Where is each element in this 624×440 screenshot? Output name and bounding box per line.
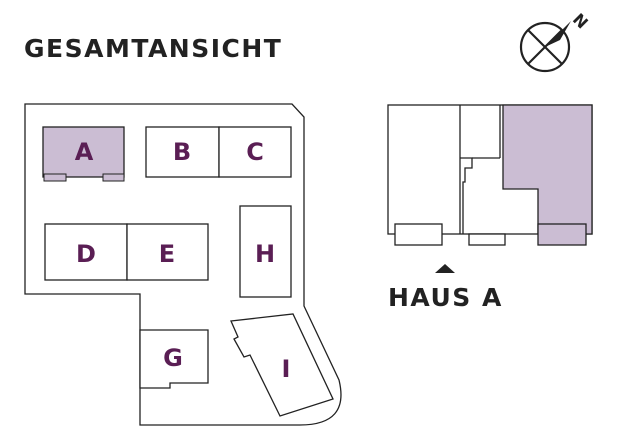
building-h-label: H: [255, 240, 275, 268]
building-d[interactable]: D: [44, 223, 128, 281]
building-a-balcony-right: [102, 173, 125, 182]
building-g[interactable]: G: [139, 329, 209, 389]
compass-north-label: N: [569, 10, 592, 33]
building-e[interactable]: E: [126, 223, 209, 281]
building-a-balcony-left: [43, 173, 67, 182]
building-c-label: C: [246, 138, 264, 166]
building-e-label: E: [159, 240, 175, 268]
haus-a-floor-plan: [387, 104, 593, 273]
building-a[interactable]: A: [42, 126, 125, 182]
north-arrow-icon: [545, 21, 571, 47]
building-c-shape: [218, 126, 292, 178]
site-boundary: [24, 103, 342, 426]
building-i[interactable]: I: [230, 313, 334, 417]
building-h[interactable]: H: [239, 205, 292, 298]
building-b-label: B: [173, 138, 191, 166]
building-e-shape: [126, 223, 209, 281]
building-d-shape: [44, 223, 128, 281]
haus-a-balcony-left: [394, 223, 443, 246]
building-g-label: G: [163, 344, 183, 372]
haus-a-balcony-right: [537, 223, 587, 246]
page-title: GESAMTANSICHT: [24, 34, 283, 63]
building-c[interactable]: C: [218, 126, 292, 178]
haus-a-balcony-center: [468, 233, 506, 246]
triangle-up-icon: [435, 264, 455, 273]
building-b[interactable]: B: [145, 126, 220, 178]
compass: N: [519, 10, 592, 73]
building-d-label: D: [76, 240, 96, 268]
compass-ring: [519, 21, 571, 73]
building-i-label: I: [282, 355, 291, 383]
haus-a-label: HAUS A: [388, 283, 503, 312]
building-b-shape: [145, 126, 220, 178]
building-h-shape: [239, 205, 292, 298]
building-i-shape: [230, 313, 334, 417]
building-a-label: A: [75, 138, 94, 166]
building-g-shape: [139, 329, 209, 389]
building-a-shape: [42, 126, 125, 178]
